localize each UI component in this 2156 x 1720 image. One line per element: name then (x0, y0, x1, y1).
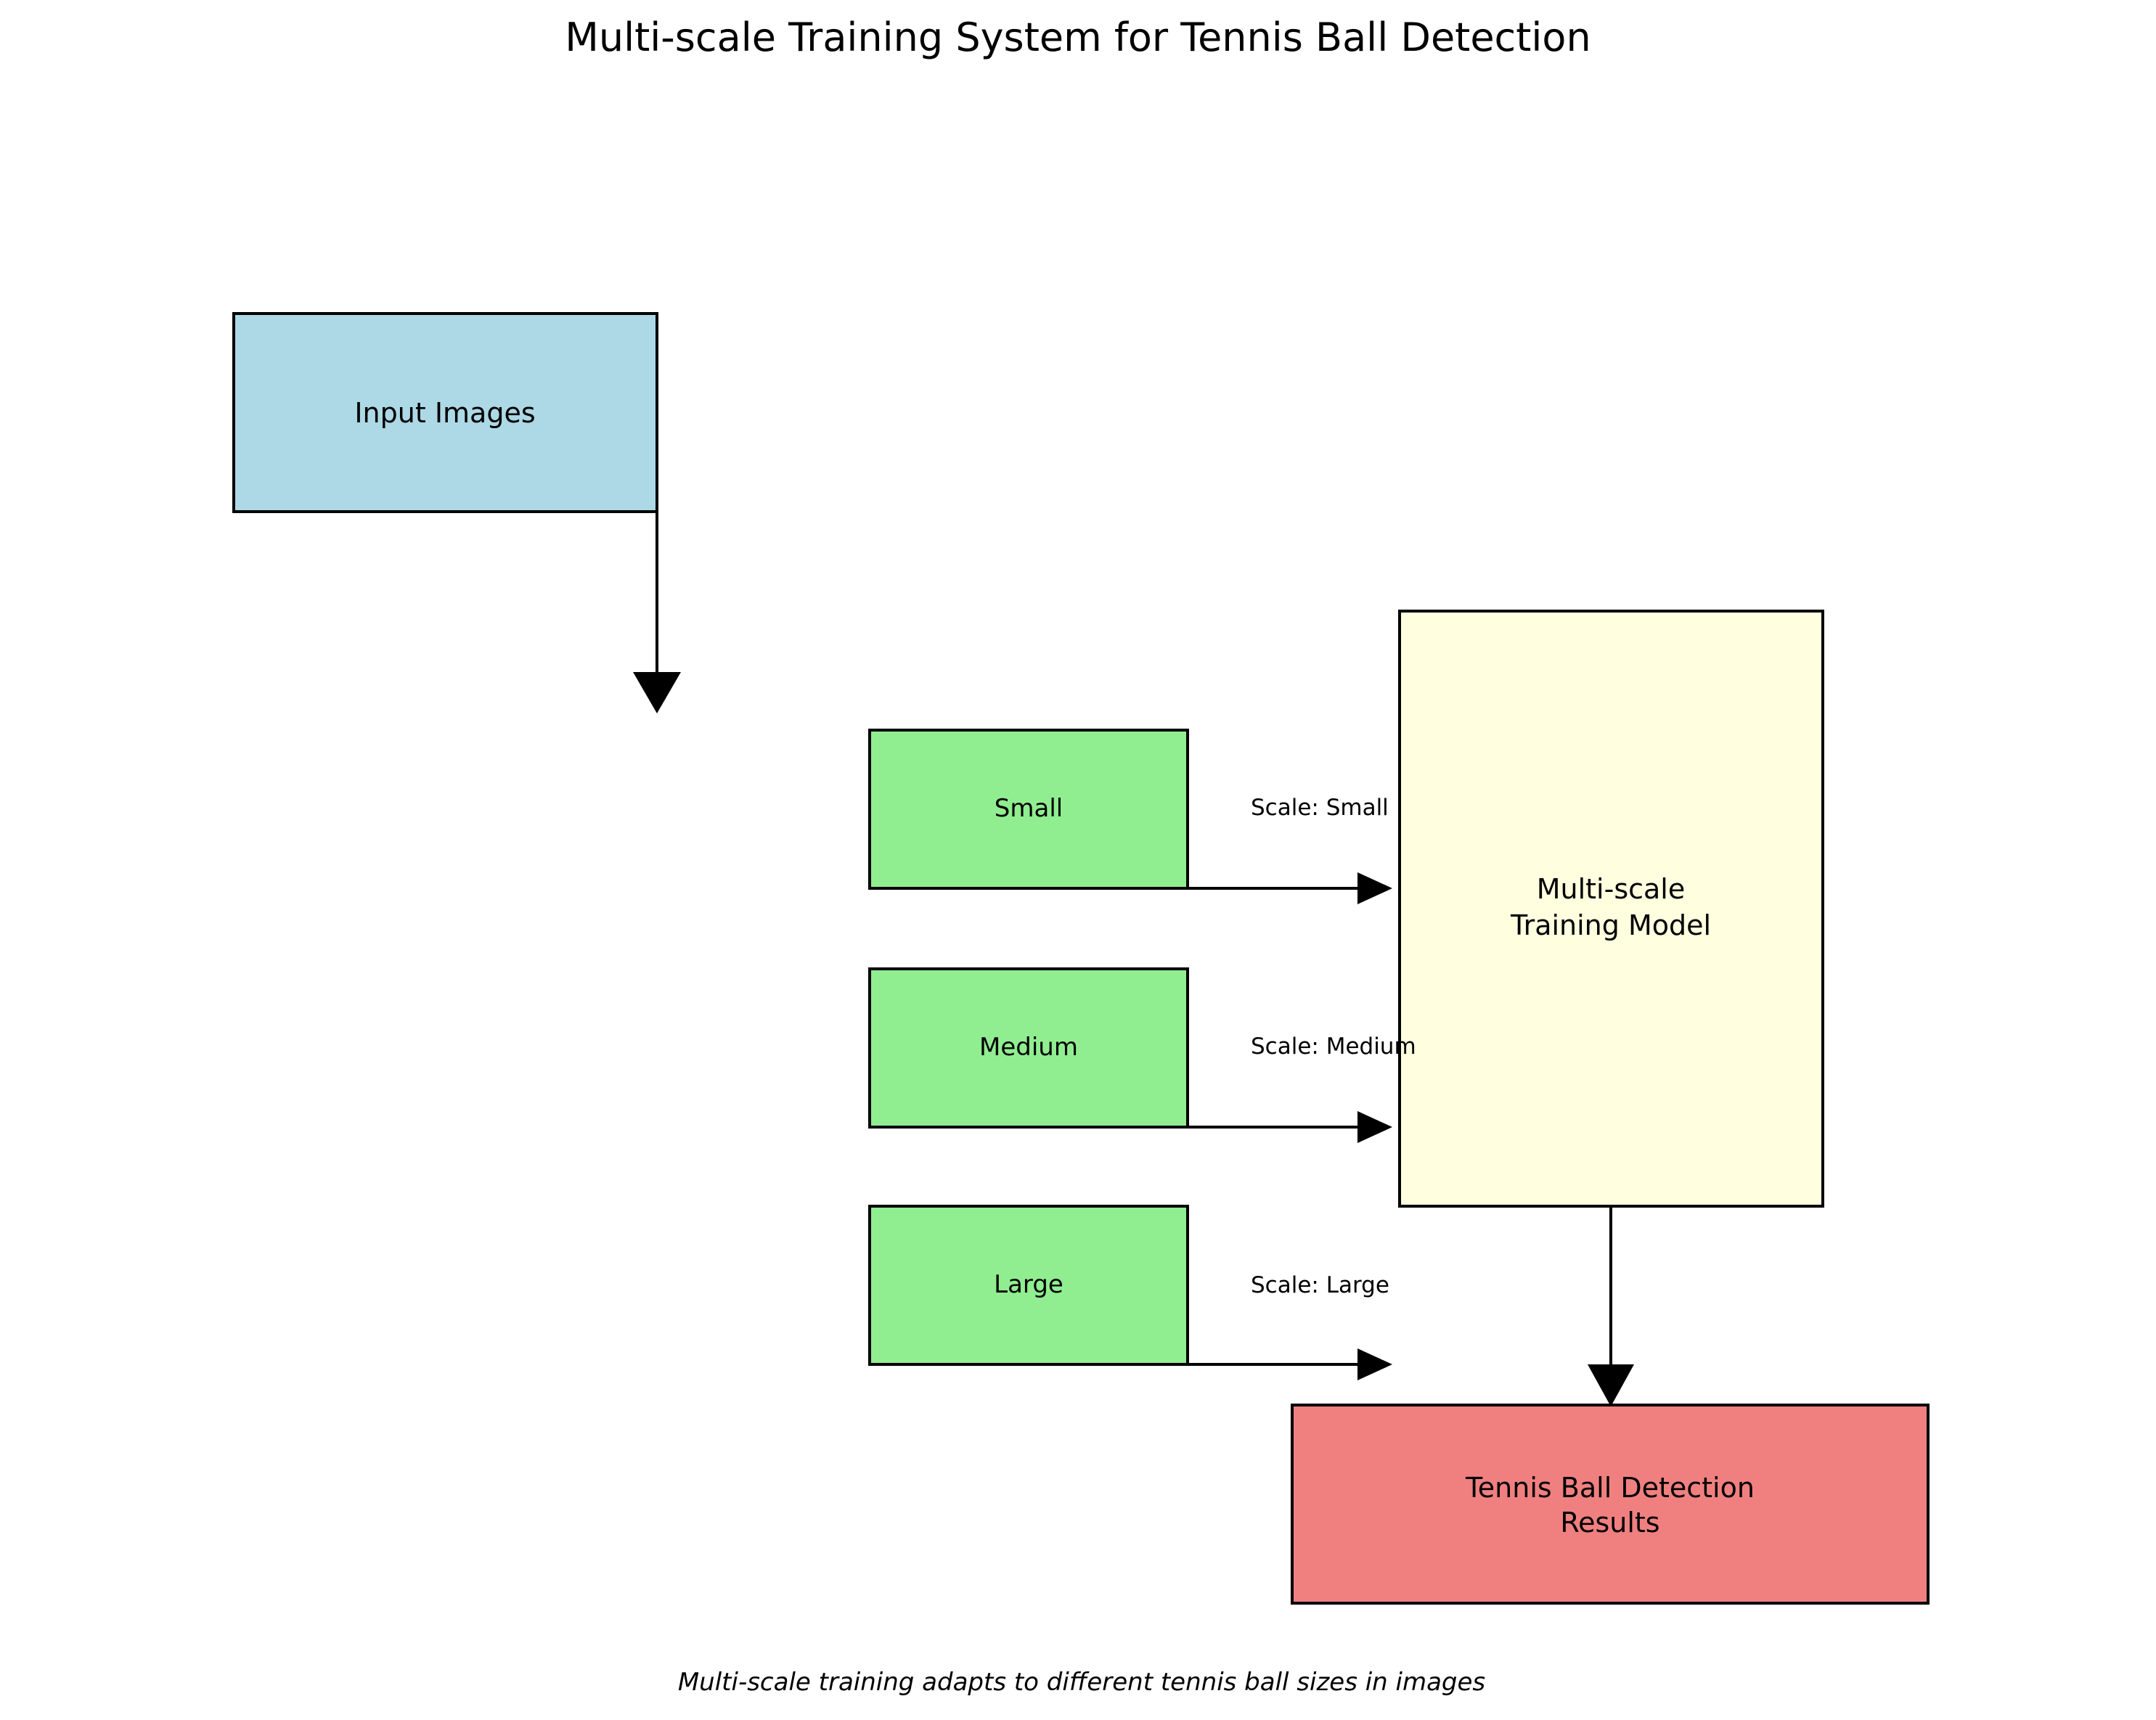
node-scale-large: Large (868, 1205, 1189, 1366)
medium-box (868, 967, 1189, 1129)
arrowhead-down-icon (633, 672, 681, 713)
node-scale-small: Small (868, 729, 1189, 890)
medium-label: Medium (979, 1033, 1078, 1062)
arrowhead-right-icon (1357, 1348, 1392, 1380)
training-model-box (1398, 610, 1824, 1208)
arrowhead-right-icon (1357, 1111, 1392, 1143)
input-images-label: Input Images (354, 397, 535, 429)
node-input-images: Input Images (232, 312, 658, 513)
edge-label-medium: Scale: Medium (1251, 1033, 1416, 1060)
edge-input-down (633, 412, 681, 713)
diagram-title: Multi-scale Training System for Tennis B… (565, 15, 1591, 60)
large-label: Large (994, 1270, 1063, 1299)
edge-small-to-model (1188, 872, 1392, 904)
training-model-label-line2: Training Model (1510, 909, 1711, 941)
detection-results-box (1291, 1404, 1930, 1605)
arrowhead-down-icon (1588, 1364, 1634, 1406)
input-images-box (232, 312, 658, 513)
small-label: Small (995, 794, 1063, 823)
edge-label-small: Scale: Small (1251, 795, 1389, 821)
diagram-caption: Multi-scale training adapts to different… (678, 1668, 1485, 1697)
node-detection-results: Tennis Ball Detection Results (1291, 1404, 1930, 1605)
edge-medium-to-model (1188, 1111, 1392, 1143)
edge-model-to-output (1588, 1206, 1634, 1406)
arrowhead-right-icon (1357, 872, 1392, 904)
node-scale-medium: Medium (868, 967, 1189, 1129)
edge-label-large: Scale: Large (1251, 1272, 1389, 1298)
large-box (868, 1205, 1189, 1366)
detection-results-label-line1: Tennis Ball Detection (1465, 1472, 1755, 1504)
node-training-model: Multi-scale Training Model (1398, 610, 1824, 1208)
small-box (868, 729, 1189, 890)
detection-results-label-line2: Results (1560, 1507, 1659, 1539)
edge-large-to-model (1188, 1348, 1392, 1380)
training-model-label-line1: Multi-scale (1537, 873, 1686, 905)
